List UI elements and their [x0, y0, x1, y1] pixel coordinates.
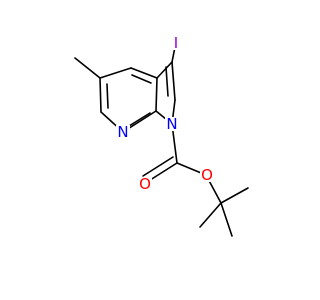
- bond-c5-c4: [99, 67, 132, 79]
- ester-oxygen-atom: O: [200, 166, 214, 184]
- pyridine-nitrogen-label: N: [117, 123, 128, 141]
- bond-methyl: [74, 57, 101, 79]
- bond-c3a-c4: [130, 67, 158, 79]
- bond-carbonyl-o-2: [142, 156, 174, 177]
- bond-c3-c2-inner: [165, 66, 169, 97]
- bond-n7-c7a-inner: [128, 112, 151, 127]
- bond-layer: [74, 41, 249, 237]
- molecule-structure-diagram: I N N O O: [74, 34, 249, 237]
- bond-c3a-c4-inner: [131, 74, 152, 84]
- pyridine-nitrogen-atom: N: [116, 123, 130, 141]
- bond-c3-c2: [171, 61, 176, 101]
- bond-c3a-c3: [156, 61, 173, 79]
- carbonyl-oxygen-label: O: [139, 175, 151, 193]
- pyrrole-nitrogen-label: N: [166, 115, 177, 133]
- bond-cq-methyl-left: [199, 202, 222, 228]
- bond-cq-methyl-right: [220, 187, 249, 204]
- carbonyl-oxygen-atom: O: [138, 175, 152, 193]
- bond-cq-methyl-down: [220, 202, 233, 237]
- bond-c5-c6: [99, 77, 102, 113]
- ester-oxygen-label: O: [201, 166, 213, 184]
- bond-c7a-c3a: [155, 77, 158, 112]
- atom-label-layer: I N N O O: [116, 34, 214, 193]
- pyrrole-nitrogen-atom: N: [165, 115, 179, 133]
- iodine-atom: I: [170, 34, 182, 52]
- bond-c6-c5-inner: [106, 83, 109, 109]
- iodine-label: I: [174, 34, 178, 52]
